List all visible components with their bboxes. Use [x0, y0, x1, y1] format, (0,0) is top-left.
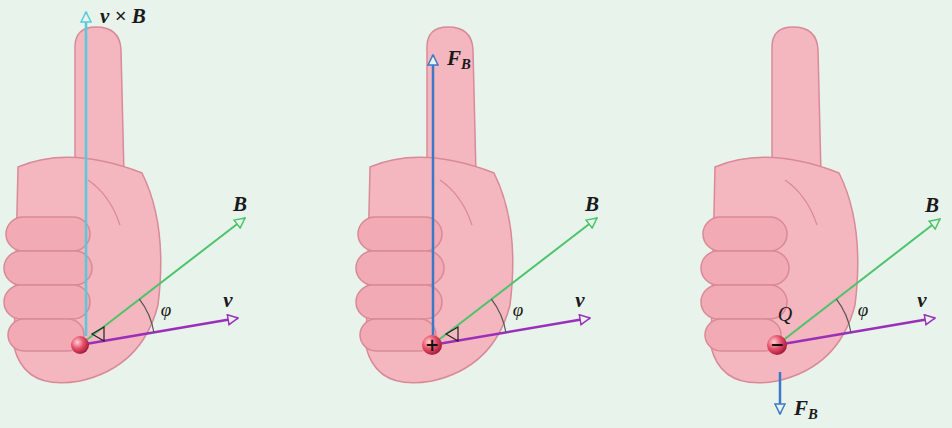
velocity-vector	[777, 318, 935, 345]
cross-product-vector	[85, 12, 88, 336]
field-vector	[777, 219, 940, 345]
charge-sign: −	[770, 336, 784, 353]
angle-label: φ	[858, 300, 869, 319]
right-angle-mark	[92, 327, 104, 341]
right-angle-mark	[446, 327, 458, 341]
right-hand	[4, 27, 161, 383]
right-hand	[356, 27, 513, 383]
force-vector	[432, 55, 435, 335]
charge-sign: +	[425, 337, 439, 354]
charge-sphere	[71, 336, 89, 354]
angle-label: φ	[161, 300, 172, 319]
velocity-vector	[432, 318, 590, 345]
angle-arc	[836, 299, 851, 332]
angle-arc	[491, 299, 506, 332]
vector-label: v	[917, 290, 926, 311]
charge-sphere	[767, 335, 787, 355]
charge-label: Q	[778, 304, 792, 324]
force-label: FB	[794, 398, 818, 421]
vector-label: v	[223, 290, 232, 311]
vector-label: B	[925, 195, 939, 216]
right-hand	[701, 27, 858, 383]
force-vector	[779, 372, 782, 414]
vector-label: B	[233, 194, 247, 215]
field-vector	[432, 218, 597, 345]
field-vector	[80, 218, 245, 345]
angle-arc	[139, 299, 154, 332]
force-label: FB	[447, 48, 471, 71]
vector-label: v	[575, 290, 584, 311]
velocity-vector	[80, 318, 238, 345]
angle-label: φ	[513, 300, 524, 319]
charge-sphere	[422, 335, 442, 355]
vector-label: B	[585, 194, 599, 215]
vector-label: v × B	[100, 6, 146, 27]
